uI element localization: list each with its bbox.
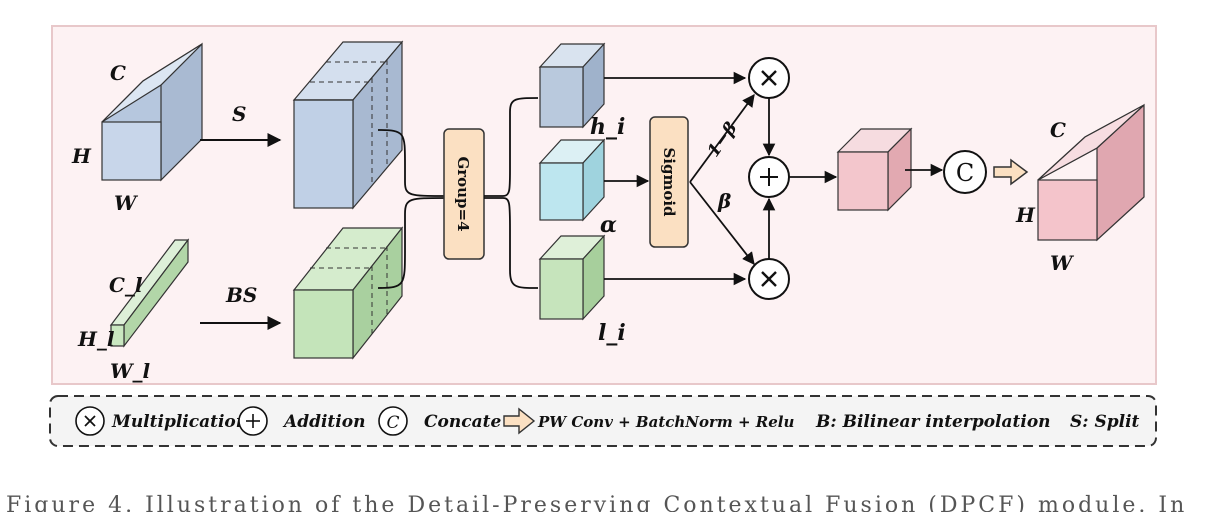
bs-op-label: BS — [225, 283, 257, 307]
split-high-cube — [292, 40, 404, 210]
input-high-c-label: C — [110, 61, 126, 85]
sigmoid-to-top-mult-arrow — [689, 93, 755, 183]
connector-high-to-group — [377, 129, 446, 197]
split-low-cube — [292, 226, 404, 360]
alpha-label: α — [600, 212, 617, 238]
top-multiply-node — [748, 57, 790, 99]
connector-low-to-group — [377, 197, 446, 289]
legend-mult-icon — [75, 406, 105, 436]
split-op-label: S — [232, 102, 246, 126]
input-high-cube — [101, 42, 203, 182]
l-label: l_i — [598, 320, 626, 346]
legend-b-text: B: Bilinear interpolation — [815, 412, 1051, 432]
input-high-w-label: W — [114, 191, 139, 215]
legend-concat-symbol: C — [386, 413, 399, 433]
input-high-h-label: H — [71, 144, 92, 168]
output-c-label: C — [1050, 118, 1066, 142]
group-box — [443, 128, 485, 260]
output-h-label: H — [1015, 203, 1036, 227]
concat-node-label: C — [956, 159, 974, 187]
legend-pw-arrow-icon — [503, 407, 536, 435]
sigmoid-to-bottom-mult-arrow — [689, 181, 755, 265]
legend-s-text: S: Split — [1070, 412, 1140, 432]
concat-node — [943, 150, 987, 194]
legend-add-label: Addition — [282, 412, 365, 432]
bottom-multiply-node — [748, 258, 790, 300]
input-low-w-label: W_l — [110, 359, 150, 383]
h-label: h_i — [590, 114, 625, 140]
l-cube — [538, 234, 606, 321]
connector-group-to-l — [484, 197, 539, 289]
input-low-h-label: H_l — [77, 327, 115, 351]
figure-caption: Figure 4. Illustration of the Detail-Pre… — [6, 493, 1188, 512]
legend-add-icon — [238, 406, 268, 436]
h-cube — [538, 42, 606, 129]
input-low-c-label: C_l — [109, 273, 143, 297]
legend-concat-icon — [378, 406, 408, 436]
legend-box — [49, 395, 1157, 447]
fused-cube — [836, 127, 913, 212]
dpcf-module-diagram: C H W S C_l H_l W_l BS Group=4 — [49, 25, 1157, 447]
beta-label: β — [717, 189, 731, 213]
legend-pw-label: PW Conv + BatchNorm + Relu — [537, 413, 795, 431]
input-low-cube — [109, 238, 190, 348]
alpha-cube — [538, 138, 606, 222]
group-label: Group=4 — [454, 156, 472, 231]
add-node — [748, 156, 790, 198]
legend-concat-label: Concate — [424, 412, 501, 432]
sigmoid-label: Sigmoid — [660, 147, 678, 217]
legend-mult-label: Multiplication — [111, 412, 248, 432]
output-w-label: W — [1050, 251, 1075, 275]
pw-conv-hollow-arrow — [993, 158, 1029, 186]
output-cube — [1037, 103, 1145, 242]
connector-group-to-h — [484, 97, 539, 197]
sigmoid-box — [649, 116, 689, 248]
